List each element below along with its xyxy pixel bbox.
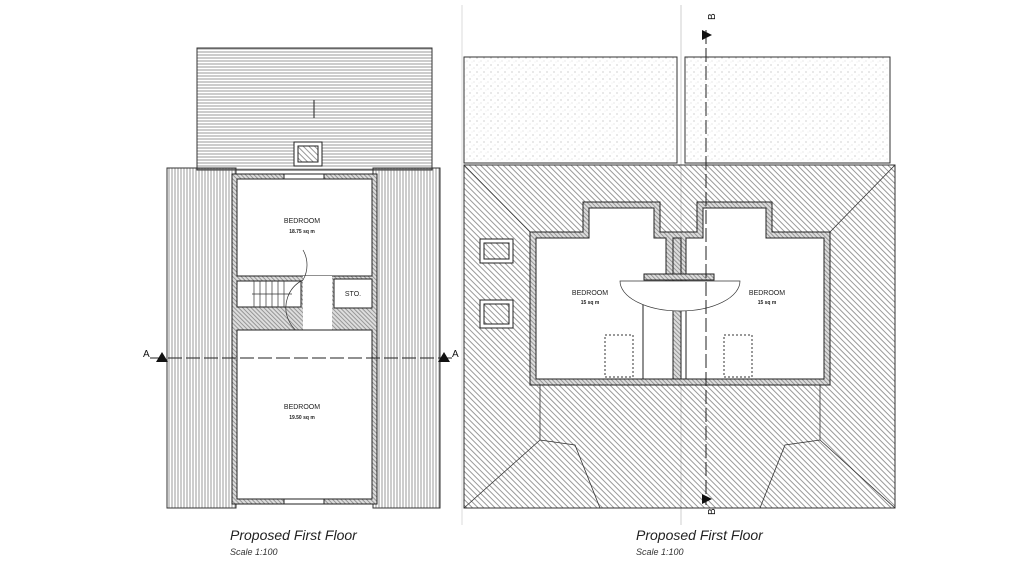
store-room (333, 278, 373, 309)
section-triangle-icon (702, 30, 712, 40)
room-area: 15 sq m (581, 300, 600, 306)
plan-scale: Scale 1:100 (636, 547, 684, 557)
section-triangle-icon (156, 352, 168, 362)
room-label: BEDROOM (284, 404, 320, 411)
right-roof-slope (372, 167, 441, 509)
flat-roof (463, 56, 678, 164)
room-area: 18.75 sq m (289, 229, 315, 235)
room-label: BEDROOM (749, 290, 785, 297)
plan-scale: Scale 1:100 (230, 547, 278, 557)
section-marker-label: B (707, 508, 718, 515)
section-marker-label: B (707, 13, 718, 20)
flat-roof (684, 56, 891, 164)
plan-title: Proposed First Floor (230, 527, 358, 543)
section-marker-label: A (143, 349, 150, 360)
section-marker-label: A (452, 349, 459, 360)
bedroom-right (685, 207, 825, 380)
bedroom-upper (236, 178, 373, 277)
rooflight-above (604, 334, 634, 378)
store-label: STO. (345, 291, 361, 298)
plan-title: Proposed First Floor (636, 527, 764, 543)
left-roof-slope (166, 167, 237, 509)
room-label: BEDROOM (572, 290, 608, 297)
right-floor-plan: BEDROOM 15 sq m BEDROOM 15 sq m B B Prop… (463, 5, 896, 557)
room-area: 15 sq m (758, 300, 777, 306)
room-label: BEDROOM (284, 218, 320, 225)
section-triangle-icon (438, 352, 450, 362)
room-area: 19.50 sq m (289, 415, 315, 421)
section-triangle-icon (702, 494, 712, 504)
rooflight-above (723, 334, 753, 378)
left-floor-plan: BEDROOM 18.75 sq m STO. BEDROOM 19.50 sq… (143, 47, 459, 557)
